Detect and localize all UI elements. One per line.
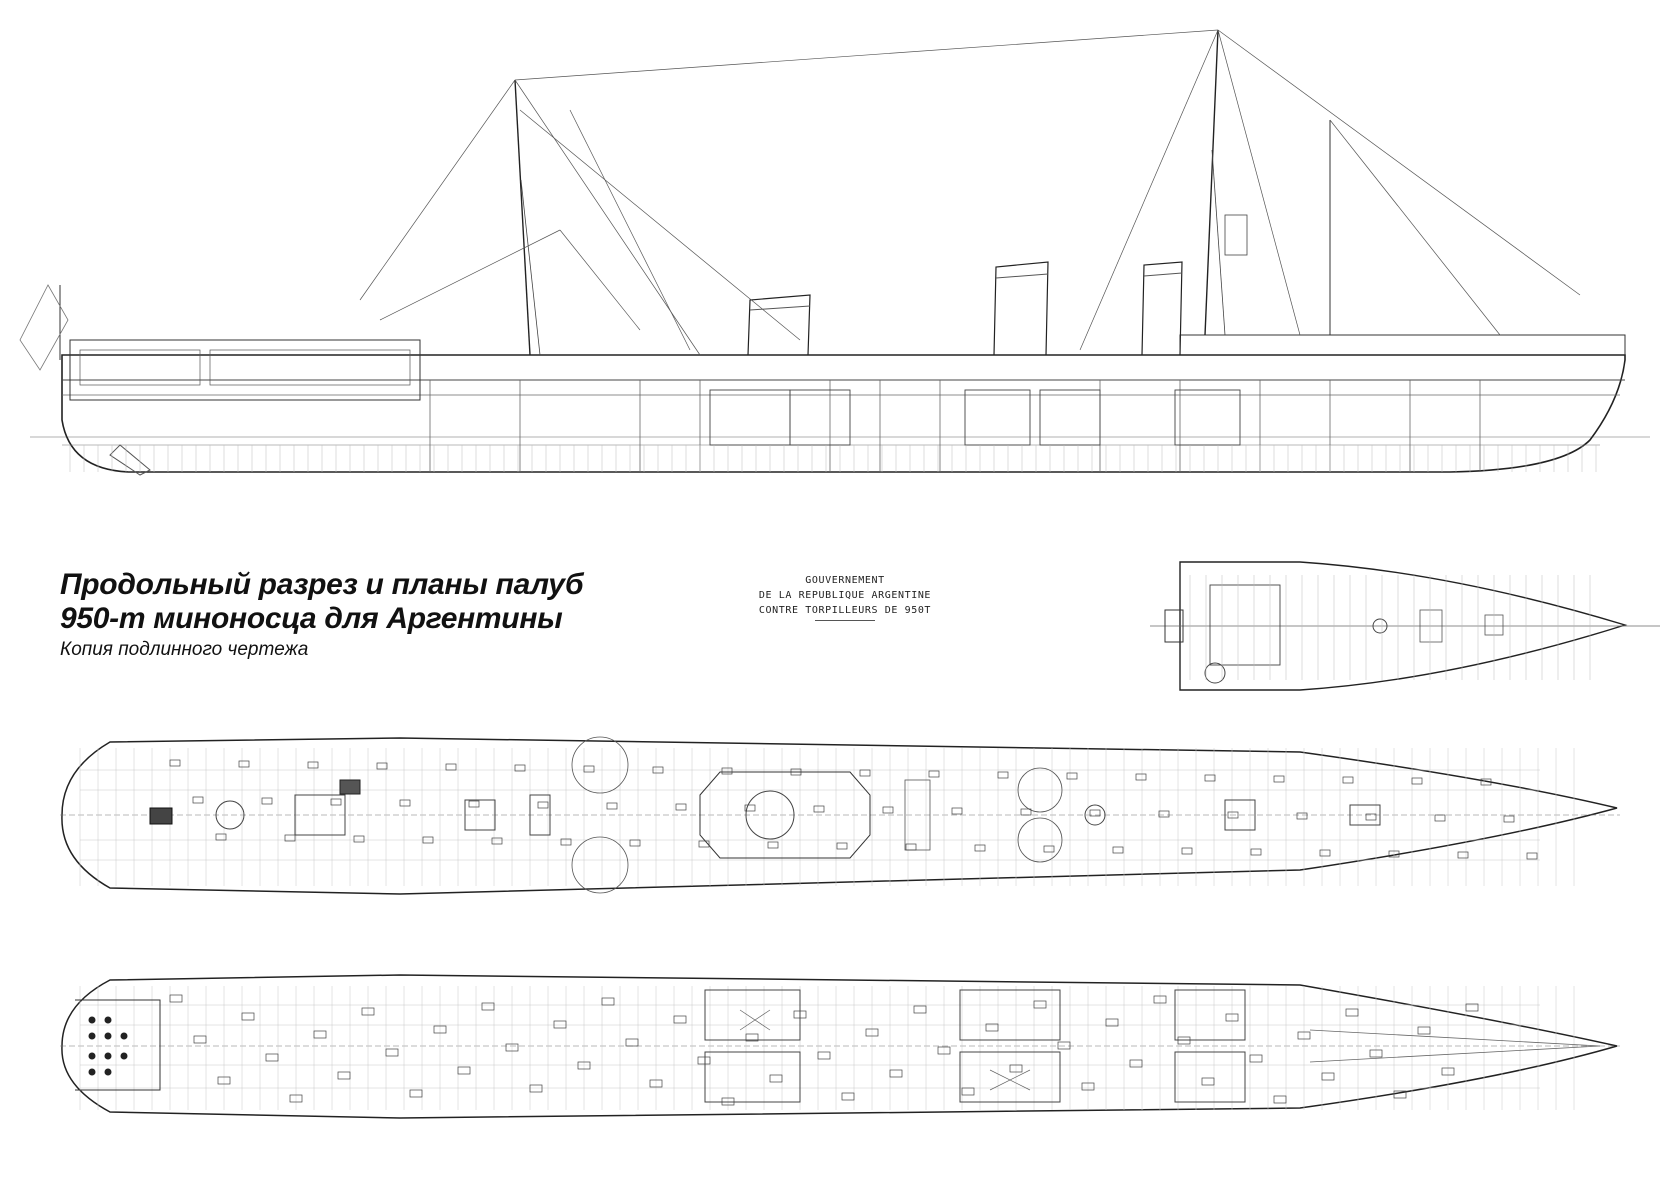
stamp-line-2: DE LA REPUBLIQUE ARGENTINE	[758, 590, 932, 601]
stamp-line-1: GOUVERNEMENT	[805, 575, 885, 586]
caption-subtitle: Копия подлинного чертежа	[60, 639, 309, 660]
main-mast	[514, 79, 541, 356]
side-elevation-section	[19, 29, 1650, 476]
funnel-2	[993, 261, 1049, 356]
title-stamp: GOUVERNEMENT DE LA REPUBLIQUE ARGENTINE …	[755, 573, 935, 621]
stamp-line-3: CONTRE TORPILLEURS DE 950T	[758, 605, 932, 616]
stamp-underline	[815, 620, 875, 621]
upper-deck-plan	[60, 736, 1620, 895]
rigging	[359, 29, 1581, 356]
forecastle-deck-plan	[1150, 561, 1660, 691]
lower-deck-plan	[60, 974, 1620, 1119]
funnel-1	[747, 294, 811, 356]
drawing-caption: Продольный разрез и планы палуб 950-т ми…	[60, 568, 584, 662]
stern-flag	[19, 284, 69, 371]
caption-title-line2: 950-т миноносца для Аргентины	[60, 602, 563, 635]
funnel-3	[1141, 261, 1183, 356]
fore-mast	[1204, 29, 1248, 336]
caption-title-line1: Продольный разрез и планы палуб	[60, 568, 584, 601]
